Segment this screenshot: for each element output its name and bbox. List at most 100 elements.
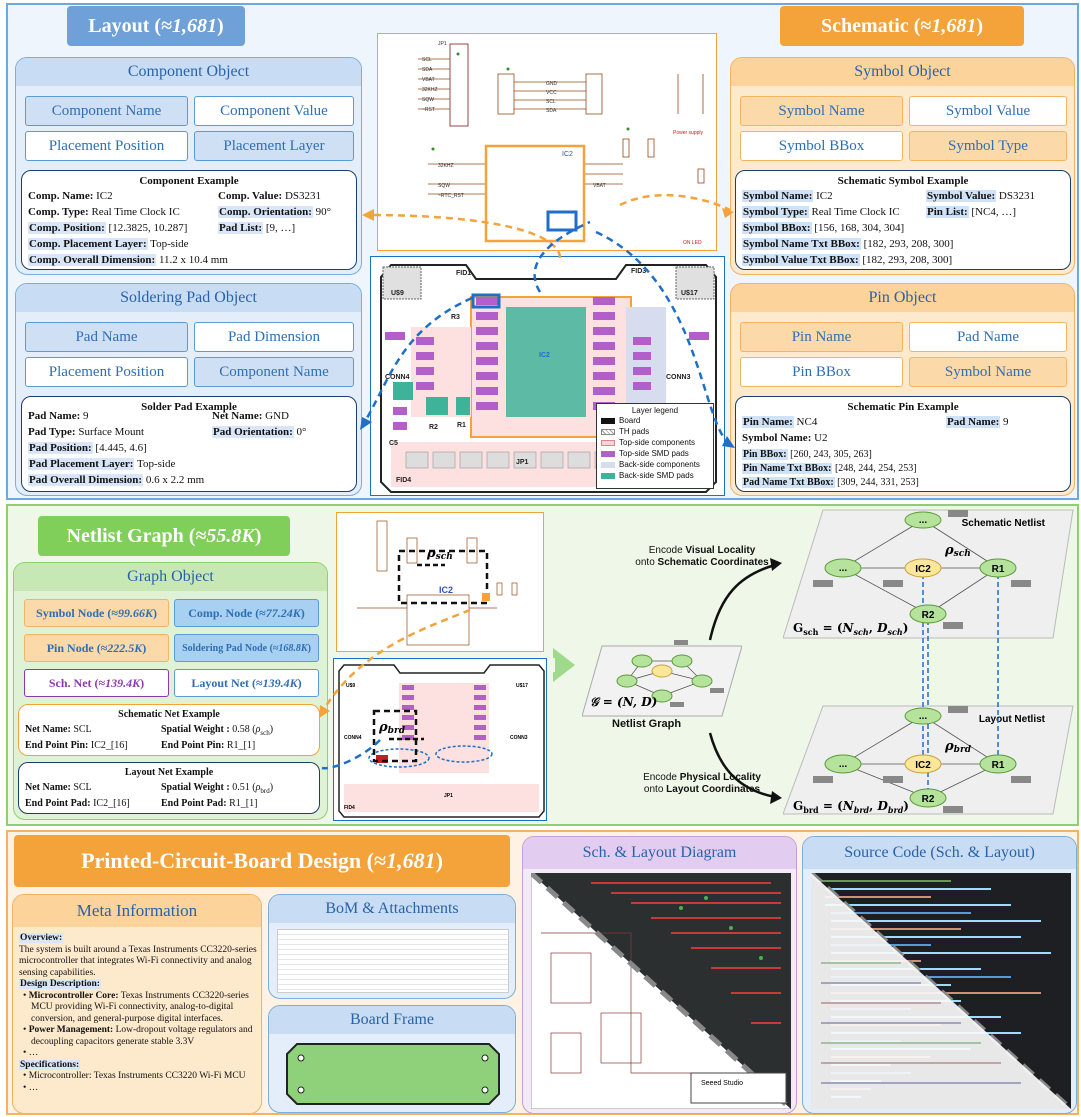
rho-sch-label: ρ: [944, 543, 954, 558]
pad-example: Solder Pad Example Pad Name: 9 Net Name:…: [21, 396, 357, 492]
field-placement-position: Placement Position: [25, 131, 188, 161]
legend-item: Board: [619, 416, 641, 425]
orange-arrow-component: [364, 213, 562, 259]
orange-arrow-symbol: [619, 193, 731, 212]
legend-swatch-th: [601, 428, 615, 435]
blue-arrow-sch: [533, 220, 591, 293]
node-ic2: IC2: [915, 760, 931, 771]
schematic-net-example: Schematic Net Example Net Name: SCL Spat…: [18, 704, 320, 756]
field-pin-bbox: Pin BBox: [740, 357, 903, 387]
sch-label: SQW: [438, 183, 450, 189]
pcb-design-header: Printed-Circuit-Board Design (≈1,681): [14, 835, 510, 887]
sch-label: 32KHZ: [422, 87, 438, 93]
sch-net-pill: Sch. Net (≈ 139.4K): [24, 669, 169, 697]
svg-text:ρsch: ρsch: [944, 543, 971, 559]
pcb-label-conn3: CONN3: [666, 374, 691, 381]
schematic-drawing: IC2 Power supply ON LED JP1 SCL SDA VBAT…: [418, 41, 705, 246]
schematic-image: IC2 Power supply ON LED JP1 SCL SDA VBAT…: [377, 33, 717, 251]
board-frame-shape: [286, 1043, 500, 1105]
netlist-graph-label: Netlist Graph: [612, 718, 682, 730]
node-etc: ...: [839, 563, 848, 574]
rho-sch-sub-label: sch: [954, 549, 971, 559]
mini-label-u9: U$9: [346, 683, 355, 689]
top-connectors: [360, 193, 735, 448]
pad-example-title: Solder Pad Example: [141, 401, 237, 413]
layout-net-example-title: Layout Net Example: [124, 767, 214, 778]
mini-label-conn3: CONN3: [510, 735, 528, 741]
bom-title: BoM & Attachments: [269, 895, 515, 923]
node-etc: ...: [919, 711, 928, 722]
pcb-label-fid4: FID4: [396, 477, 411, 484]
sch-label: ~RTC_RST: [438, 193, 464, 199]
mini-label-conn4: CONN4: [344, 735, 362, 741]
pcb-label-u9: U$9: [391, 290, 404, 297]
legend-item: TH pads: [619, 427, 650, 436]
sch-label: ~RST: [422, 107, 435, 113]
pin-node-pill: Pin Node (≈222.5K): [24, 634, 169, 662]
sch-label: GND: [546, 81, 558, 87]
gbrd-equation: Gbrd = (Nbrd, Dbrd): [793, 799, 909, 815]
comp-node-pill: Comp. Node (≈77.24K): [174, 599, 319, 627]
legend-swatch-back-comp: [601, 461, 615, 468]
symbol-object-panel: Symbol Object Symbol Name Symbol Value S…: [730, 57, 1075, 275]
rho-brd-label: ρ: [944, 739, 954, 754]
field-symbol-value: Symbol Value: [909, 96, 1067, 126]
sch-label: SCL: [546, 99, 556, 105]
symbol-node-pill: Symbol Node (≈99.66K): [24, 599, 169, 627]
netlist-connectors: [319, 608, 575, 770]
sch-label: SDA: [546, 108, 557, 114]
layout-header: Layout (≈1,681): [67, 6, 245, 46]
sch-label: VBAT: [593, 183, 606, 189]
svg-text:ρbrd: ρbrd: [378, 720, 406, 736]
sch-net-example-title: Schematic Net Example: [118, 709, 220, 720]
netlist-layout-image: ρbrd U$9 U$17 CONN4 CONN3 JP1 FID4: [333, 658, 547, 821]
pcb-label-conn4: CONN4: [385, 374, 410, 381]
node-r2: R2: [922, 610, 935, 621]
sch-label: VCC: [546, 90, 557, 96]
field-pad-position: Placement Position: [25, 357, 188, 387]
netlist-graphs-right: Schematic Netlist Layout Netlist ... ...…: [783, 509, 1074, 815]
encode-arrows: [708, 558, 782, 804]
layout-net-example: Layout Net Example Net Name: SCL Spatial…: [18, 762, 320, 814]
mini-label-fid4: FID4: [344, 805, 355, 811]
pcb-label-u17: U$17: [681, 290, 698, 297]
diagram-title: Sch. & Layout Diagram: [523, 837, 796, 869]
bom-table-image: [277, 929, 509, 993]
board-frame-panel: Board Frame: [268, 1005, 516, 1113]
meta-title: Meta Information: [13, 895, 261, 927]
ellipsis: …: [28, 1082, 39, 1093]
legend-title: Layer legend: [631, 406, 679, 415]
mcu-value: Texas Instruments CC3220-series MCU prov…: [31, 990, 249, 1024]
blue-arrow-pad: [361, 296, 473, 426]
pcb-label-jp1: JP1: [516, 459, 529, 466]
overview-text: The system is built around a Texas Instr…: [19, 944, 257, 978]
netlist-sch-ic2: IC2: [439, 585, 453, 595]
pad-node-pill: Soldering Pad Node (≈168.8K): [174, 634, 319, 662]
legend-item: Top-side components: [619, 438, 696, 447]
field-pad-name: Pad Name: [25, 322, 188, 352]
svg-text:ρbrd: ρbrd: [944, 739, 972, 755]
rho-brd-sub: brd: [388, 726, 406, 736]
netlist-graph-figure: 𝒢 = (N, D): [582, 640, 742, 717]
field-symbol-name: Symbol Name: [740, 96, 903, 126]
node-r1: R1: [992, 564, 1005, 575]
power-value: Low-dropout voltage regulators and decou…: [31, 1025, 253, 1047]
schematic-header: Schematic (≈1,681): [780, 6, 1024, 46]
pcb-label-c5: C5: [389, 440, 398, 447]
schematic-ic2-label: IC2: [562, 151, 573, 158]
rho-sch-symbol: ρ: [426, 546, 436, 561]
diagram-image: Seeed Studio: [531, 873, 791, 1109]
design-heading: Design Description:: [19, 979, 101, 989]
symbol-object-title: Symbol Object: [731, 58, 1074, 86]
seeed-studio-label: Seeed Studio: [701, 1080, 743, 1087]
symbol-example: Schematic Symbol Example Symbol Name: IC…: [735, 170, 1071, 270]
pin-object-panel: Pin Object Pin Name Pad Name Pin BBox Sy…: [730, 283, 1075, 496]
sch-led-label: ON LED: [683, 240, 702, 246]
board-frame-title: Board Frame: [269, 1006, 515, 1034]
node-ic2: IC2: [915, 564, 931, 575]
spec-heading: Specifications:: [19, 1059, 81, 1070]
pcb-label-ic2: IC2: [539, 352, 550, 359]
field-component-value: Component Value: [194, 96, 354, 126]
blue-arrow-pin: [595, 230, 731, 446]
